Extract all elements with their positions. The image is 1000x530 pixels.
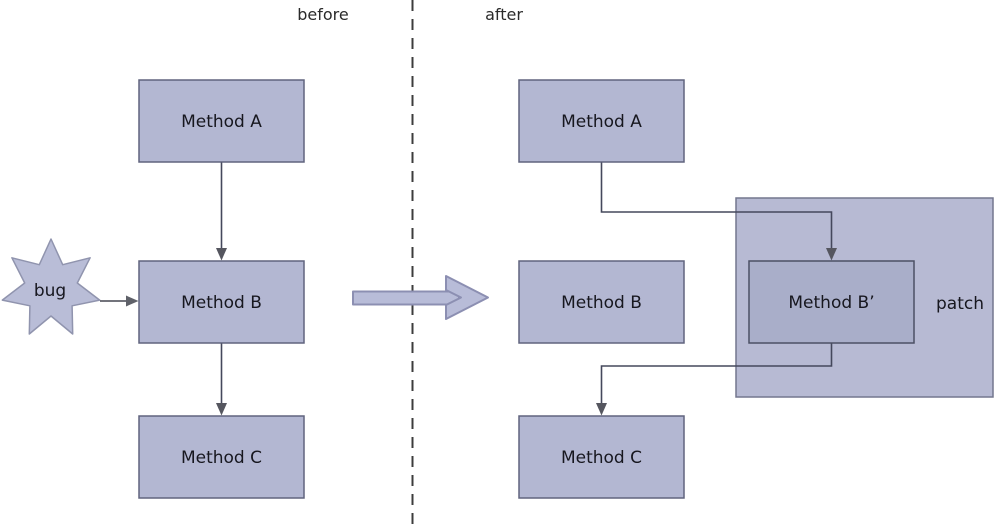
transform-arrow-shaft <box>352 290 460 306</box>
arrowhead-icon <box>596 403 607 416</box>
bug-label: bug <box>34 281 66 301</box>
bug-star-icon <box>1 238 101 335</box>
after-method-c-label: Method C <box>561 448 642 468</box>
arrowhead-icon <box>826 248 837 261</box>
after-label: after <box>485 5 523 24</box>
after-method-b-box <box>518 260 685 344</box>
before-method-b-box <box>138 260 305 344</box>
before-method-b-label: Method B <box>181 293 262 313</box>
arrowhead-icon <box>216 248 227 261</box>
connector-after-a-to-b-patched <box>600 162 837 261</box>
connector-line <box>600 343 833 404</box>
before-method-a-box <box>138 79 305 163</box>
patch-label: patch <box>936 294 984 314</box>
after-method-b-patched-box <box>748 260 915 344</box>
transform-arrow-icon <box>352 275 489 320</box>
transform-arrow-head <box>445 275 489 320</box>
after-method-b-label: Method B <box>561 293 642 313</box>
before-method-c-label: Method C <box>181 448 262 468</box>
connector-bug-to-method-b <box>100 295 139 307</box>
after-method-b-patched-label: Method B’ <box>788 293 874 313</box>
after-method-c-box <box>518 415 685 499</box>
connector-before-b-to-c <box>216 343 227 416</box>
before-method-a-label: Method A <box>181 112 262 132</box>
arrowhead-icon <box>216 403 227 416</box>
after-panel: patch Method B’ Method A Method B Method… <box>518 79 994 499</box>
arrowhead-icon <box>126 295 139 307</box>
after-method-a-label: Method A <box>561 112 642 132</box>
connector-after-b-patched-to-c <box>596 343 833 416</box>
connector-before-a-to-b <box>216 162 227 261</box>
before-panel: bug Method A Method B Method C <box>1 79 305 499</box>
after-method-a-box <box>518 79 685 163</box>
connector-line <box>600 162 833 249</box>
before-method-c-box <box>138 415 305 499</box>
before-label: before <box>297 5 349 24</box>
